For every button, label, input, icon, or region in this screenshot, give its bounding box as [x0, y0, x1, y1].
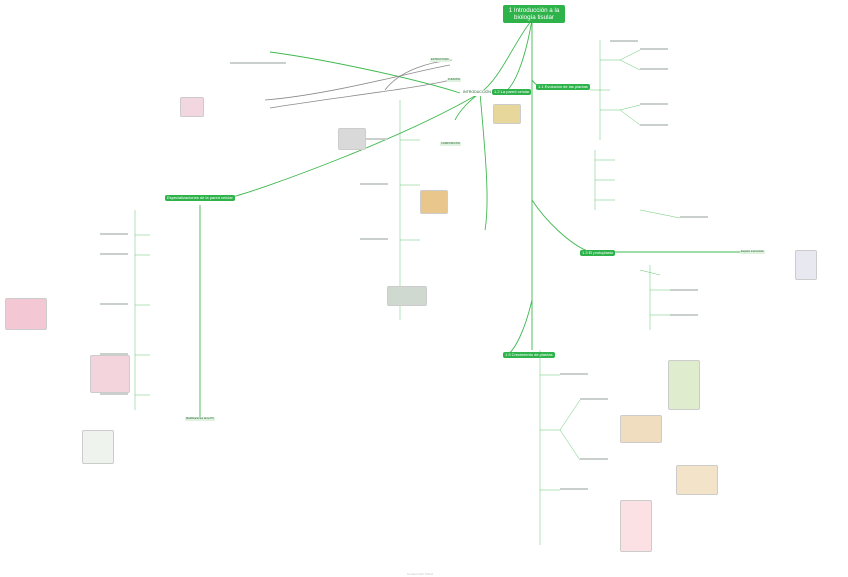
line-especializaciones	[231, 92, 481, 198]
subtopic-funcion[interactable]: FUNCIÓN	[447, 77, 461, 82]
subtopic-composicion[interactable]: COMPOSICIÓN	[440, 141, 461, 146]
detail-line	[230, 62, 258, 64]
detail-line	[580, 458, 608, 460]
detail-line	[100, 253, 128, 255]
seedling-image	[620, 500, 652, 552]
detail-line	[100, 353, 128, 355]
detail-line	[100, 303, 128, 305]
topic-crecimiento[interactable]: 1.5 Crecimiento de plantas	[503, 352, 555, 358]
xylem-image	[90, 355, 130, 393]
meristem-image	[620, 415, 662, 443]
topic-pared-celular[interactable]: 1.2 La pared celular	[492, 89, 532, 95]
root-tip-image	[668, 360, 700, 410]
root-topic[interactable]: 1 Introducción a la biología tisular	[503, 5, 565, 24]
detail-line	[640, 48, 668, 50]
detail-line	[640, 68, 668, 70]
detail-line	[670, 289, 698, 291]
micrograph-image	[338, 128, 366, 150]
pit-image	[5, 298, 47, 330]
cuticle-image	[82, 430, 114, 464]
detail-line	[560, 488, 588, 490]
detail-line	[100, 393, 128, 395]
detail-line	[360, 238, 388, 240]
subtopic-espacio-intercelular[interactable]: Espacio intercelular	[740, 249, 765, 254]
footer-credit: Created with XMind	[407, 572, 434, 576]
line-intro	[479, 19, 533, 94]
detail-line	[680, 216, 708, 218]
detail-line	[610, 40, 638, 42]
topic-evolucion-plantas[interactable]: 1.1 Evolución de las plantas	[536, 84, 590, 90]
topic-protoplasto[interactable]: 1.3 El protoplasto	[580, 250, 616, 256]
detail-line	[100, 233, 128, 235]
detail-line	[580, 398, 608, 400]
topic-introduccion[interactable]: INTRODUCCIÓN	[461, 90, 493, 96]
detail-line	[640, 103, 668, 105]
wall-layers-image	[420, 190, 448, 214]
detail-line	[360, 138, 388, 140]
cell-wall-image	[493, 104, 521, 124]
topic-especializaciones[interactable]: Especializaciones de la pared celular	[165, 195, 235, 201]
detail-line	[640, 124, 668, 126]
intercellular-image	[795, 250, 817, 280]
stem-section-image	[676, 465, 718, 495]
detail-line	[670, 314, 698, 316]
tissue-image	[180, 97, 204, 117]
subtopic-estructura[interactable]: ESTRUCTURA	[430, 57, 450, 62]
subtopic-modificaciones-pc[interactable]: Modificaciones de la PC	[185, 416, 215, 421]
line-protoplasto	[531, 199, 591, 253]
detail-line	[258, 62, 286, 64]
plasmodesma-image	[387, 286, 427, 306]
detail-line	[560, 373, 588, 375]
detail-line	[360, 183, 388, 185]
line-crecimiento	[506, 299, 533, 356]
